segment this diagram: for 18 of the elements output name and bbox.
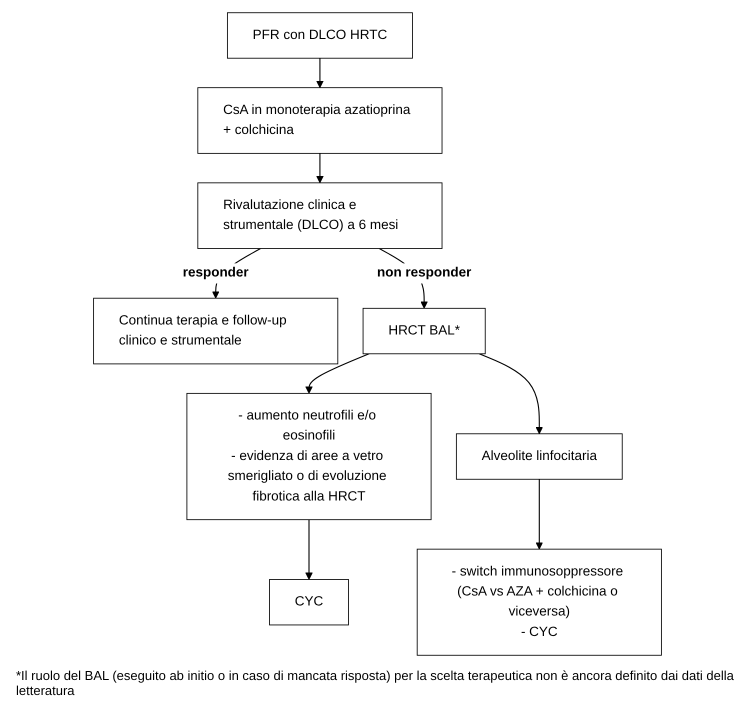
node-box: Continua terapia e follow-up clinico e strumentale bbox=[93, 298, 338, 364]
footnote: *Il ruolo del BAL (eseguito ab initio o in caso di mancata risposta) per la scelta terapeutica non è ancora definito dai dati della letteratura bbox=[16, 668, 735, 698]
arrow bbox=[536, 479, 543, 550]
node-box: HRCT BAL* bbox=[362, 308, 486, 354]
node-box: CYC bbox=[269, 579, 349, 626]
node-box: PFR con DLCO HRTC bbox=[226, 12, 413, 59]
arrow bbox=[305, 353, 370, 394]
edge-label: non responder bbox=[376, 266, 472, 280]
edge-label: responder bbox=[182, 266, 249, 280]
arrow bbox=[316, 153, 324, 184]
node-box: CsA in monoterapia azatioprina + colchicina bbox=[197, 87, 442, 154]
arrow bbox=[316, 58, 324, 88]
arrow bbox=[305, 520, 313, 580]
node-box: - aumento neutrofili e/o eosinofili - evidenza di aree a vetro smerigliato o di evoluzione fibrotica alla HRCT bbox=[186, 392, 432, 520]
node-box: - switch immunosoppressore (CsA vs AZA + colchicina o viceversa) - CYC bbox=[416, 548, 662, 656]
node-box: Rivalutazione clinica e strumentale (DLCO) a 6 mesi bbox=[197, 182, 442, 249]
node-box: Alveolite linfocitaria bbox=[456, 433, 623, 480]
arrow bbox=[478, 353, 543, 434]
